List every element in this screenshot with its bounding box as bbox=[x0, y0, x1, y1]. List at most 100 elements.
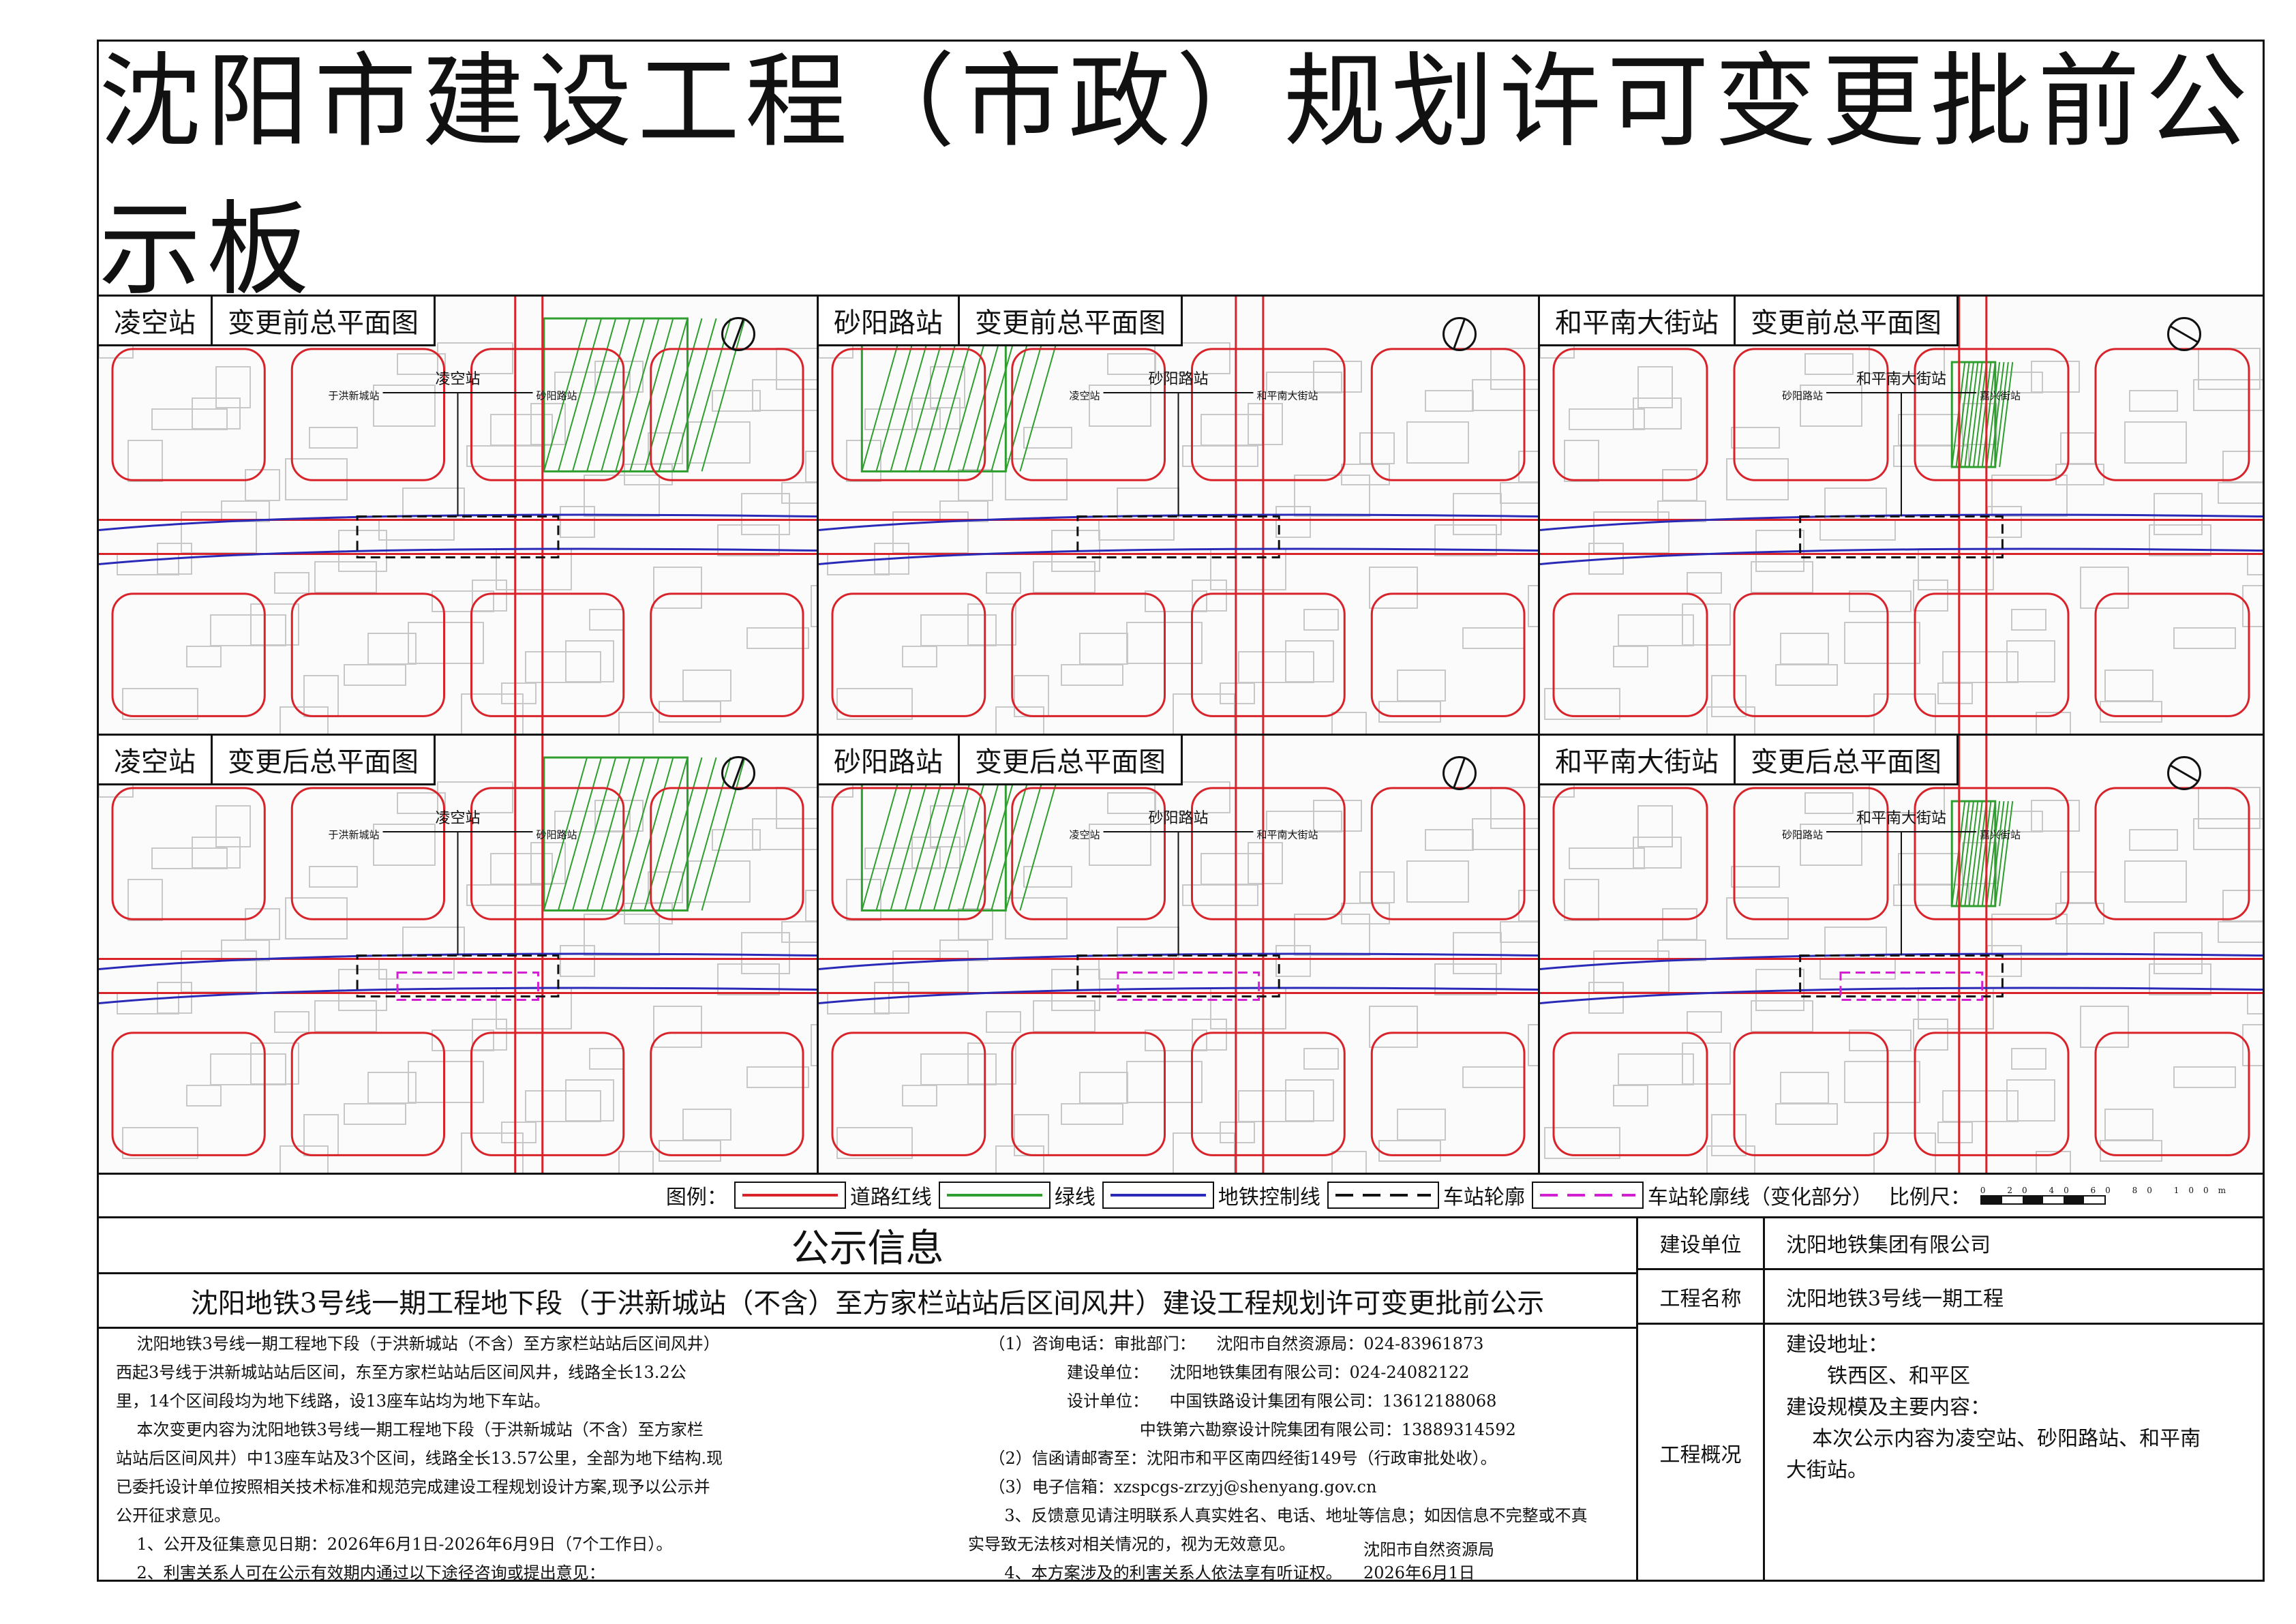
divider bbox=[1763, 1216, 1765, 1582]
scale-bar: 0 20 40 60 80 100m bbox=[1980, 1186, 2235, 1205]
panel-caption: 变更后总平面图 bbox=[211, 736, 434, 783]
info-signature: 沈阳市自然资源局 bbox=[1363, 1540, 1494, 1559]
legend-item-road-redline: 道路红线 bbox=[734, 1180, 932, 1210]
legend-item-metro-control-line: 地铁控制线 bbox=[1102, 1180, 1320, 1210]
site-plan-panel: 凌空站变更前总平面图凌空站于洪新城站砂阳路站 bbox=[99, 297, 817, 734]
site-plan-panel: 和平南大街站变更前总平面图和平南大街站砂阳路站嘉兴街站 bbox=[1540, 297, 2263, 734]
north-arrow-icon bbox=[1442, 756, 1477, 790]
metro-control-line bbox=[819, 952, 1538, 1005]
metro-control-line bbox=[99, 513, 817, 566]
station-label-right: 和平南大街站 bbox=[1257, 829, 1318, 841]
panel-caption: 变更后总平面图 bbox=[1734, 736, 1957, 783]
north-arrow-icon bbox=[2167, 317, 2201, 351]
green-area bbox=[1950, 361, 2014, 468]
station-label-left: 砂阳路站 bbox=[1782, 829, 1823, 841]
divider bbox=[99, 1272, 1636, 1274]
info-right-text: （1）咨询电话：审批部门： 沈阳市自然资源局：024-83961873 建设单位… bbox=[968, 1334, 1588, 1582]
divider bbox=[1636, 1216, 1638, 1582]
north-arrow-icon bbox=[721, 756, 755, 790]
panel-label: 砂阳路站变更前总平面图 bbox=[819, 297, 1183, 346]
road-redline bbox=[1540, 297, 2263, 734]
table-scale-label: 建设规模及主要内容： bbox=[1786, 1396, 1991, 1419]
panel-caption: 变更后总平面图 bbox=[958, 736, 1181, 783]
station-label-left: 于洪新城站 bbox=[328, 390, 379, 402]
panel-label: 凌空站变更前总平面图 bbox=[99, 297, 436, 346]
station-label-main: 凌空站 bbox=[435, 371, 480, 388]
station-outline-changed bbox=[1117, 972, 1260, 1002]
metro-control-line bbox=[1540, 952, 2263, 1005]
table-name-label: 工程名称 bbox=[1659, 1287, 1742, 1311]
divider bbox=[99, 1327, 1636, 1329]
station-label-right: 嘉兴街站 bbox=[1980, 829, 2021, 841]
table-scale-value: 本次公示内容为凌空站、砂阳路站、和平南 大街站。 bbox=[1786, 1427, 2201, 1482]
station-outline bbox=[1799, 954, 2004, 998]
green-area bbox=[543, 756, 746, 912]
legend-item-station-outline: 车站轮廓 bbox=[1327, 1180, 1525, 1210]
table-address-value: 铁西区、和平区 bbox=[1827, 1364, 1970, 1388]
road-redline bbox=[99, 736, 817, 1173]
panel-station-name: 砂阳路站 bbox=[834, 307, 943, 339]
divider bbox=[99, 295, 2263, 297]
page-title: 沈阳市建设工程（市政）规划许可变更批前公示板 bbox=[99, 43, 2254, 310]
divider bbox=[1636, 1268, 2263, 1270]
station-label-left: 砂阳路站 bbox=[1782, 390, 1823, 402]
divider bbox=[1538, 295, 1540, 1174]
site-plan-panel: 砂阳路站变更后总平面图砂阳路站凌空站和平南大街站 bbox=[819, 736, 1538, 1173]
panel-station-name: 和平南大街站 bbox=[1555, 307, 1719, 339]
table-address-label: 建设地址： bbox=[1786, 1333, 1888, 1357]
metro-control-line bbox=[99, 952, 817, 1005]
divider bbox=[99, 1173, 2263, 1175]
legend: 图例： 道路红线 绿线 地铁控制线 车站轮廓 车站轮廓线（变化部分） 比例尺： … bbox=[99, 1174, 2263, 1216]
table-unit-value: 沈阳地铁集团有限公司 bbox=[1786, 1233, 1991, 1257]
panel-station-name: 和平南大街站 bbox=[1555, 747, 1719, 778]
station-outline bbox=[1799, 515, 2004, 559]
panel-caption: 变更前总平面图 bbox=[211, 297, 434, 344]
station-label-left: 于洪新城站 bbox=[328, 829, 379, 841]
site-plan-panel: 砂阳路站变更前总平面图砂阳路站凌空站 和平南大街站 bbox=[819, 297, 1538, 734]
station-label-right: 砂阳路站 bbox=[537, 390, 577, 402]
divider bbox=[1636, 1323, 2263, 1325]
station-label-right: 砂阳路站 bbox=[537, 829, 577, 841]
north-arrow-icon bbox=[1442, 317, 1477, 351]
info-heading: 公示信息 bbox=[791, 1226, 944, 1271]
panel-label: 砂阳路站变更后总平面图 bbox=[819, 736, 1183, 785]
green-area bbox=[1950, 800, 2014, 907]
panel-label: 凌空站变更后总平面图 bbox=[99, 736, 436, 785]
info-date: 2026年6月1日 bbox=[1363, 1563, 1475, 1582]
station-label-left: 凌空站 bbox=[1069, 390, 1100, 402]
station-outline-changed bbox=[1839, 972, 1984, 1002]
station-label-main: 砂阳路站 bbox=[1148, 810, 1208, 827]
panel-station-name: 凌空站 bbox=[114, 307, 196, 339]
road-redline bbox=[1540, 736, 2263, 1173]
station-label-main: 和平南大街站 bbox=[1856, 371, 1946, 388]
panel-station-name: 砂阳路站 bbox=[834, 747, 943, 778]
site-plan-panel: 和平南大街站变更后总平面图和平南大街站砂阳路站嘉兴街站 bbox=[1540, 736, 2263, 1173]
panel-label: 和平南大街站变更前总平面图 bbox=[1540, 297, 1959, 346]
info-subtitle: 沈阳地铁3号线一期工程地下段（于洪新城站（不含）至方家栏站站后区间风井）建设工程… bbox=[190, 1288, 1545, 1319]
station-label-main: 和平南大街站 bbox=[1856, 810, 1946, 827]
station-label-right: 和平南大街站 bbox=[1257, 390, 1318, 402]
road-redline bbox=[819, 297, 1538, 734]
metro-control-line bbox=[1540, 513, 2263, 566]
north-arrow-icon bbox=[721, 317, 755, 351]
site-plan-drawing: 和平南大街站砂阳路站嘉兴街站 bbox=[1540, 297, 2263, 734]
station-label-main: 凌空站 bbox=[435, 810, 480, 827]
table-name-value: 沈阳地铁3号线一期工程 bbox=[1786, 1287, 2004, 1311]
north-arrow-icon bbox=[2167, 756, 2201, 790]
divider bbox=[99, 734, 2263, 736]
divider bbox=[99, 1216, 2263, 1218]
station-outline-changed bbox=[396, 972, 539, 1002]
metro-control-line bbox=[819, 513, 1538, 566]
station-label-left: 凌空站 bbox=[1069, 829, 1100, 841]
panel-label: 和平南大街站变更后总平面图 bbox=[1540, 736, 1959, 785]
road-redline bbox=[99, 297, 817, 734]
table-overview-label: 工程概况 bbox=[1659, 1443, 1742, 1467]
table-unit-label: 建设单位 bbox=[1659, 1233, 1742, 1257]
info-left-text: 沈阳地铁3号线一期工程地下段（于洪新城站（不含）至方家栏站站后区间风井） 西起3… bbox=[116, 1334, 723, 1582]
panel-station-name: 凌空站 bbox=[114, 747, 196, 778]
scale-label: 比例尺： bbox=[1888, 1186, 1971, 1209]
